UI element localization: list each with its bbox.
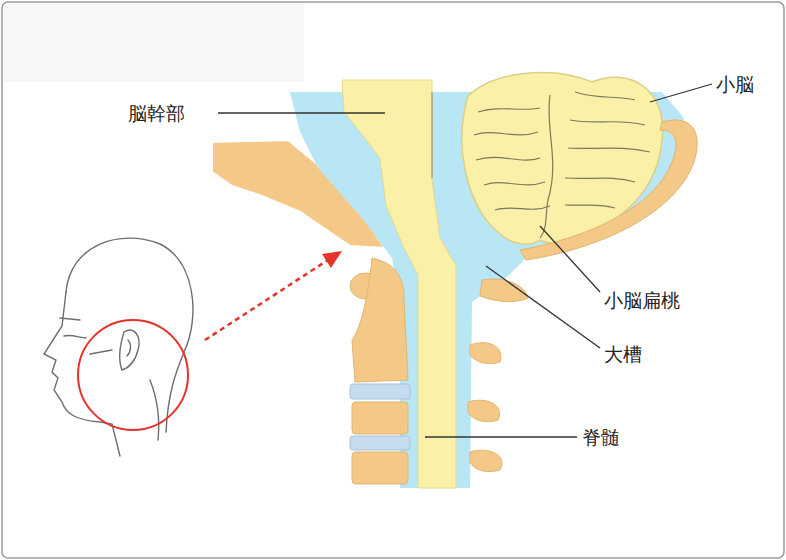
structure-label: 大槽	[604, 343, 642, 366]
structure-label: 脊髄	[582, 426, 620, 449]
structure-label: 小脳扁桃	[604, 289, 680, 312]
head-sketch	[44, 238, 193, 456]
discs	[350, 384, 410, 450]
structure-label: 脳幹部	[128, 102, 185, 125]
focus-circle	[78, 320, 188, 430]
arrow-head	[322, 251, 342, 268]
pointer-arrow	[205, 260, 328, 340]
vertebrae	[350, 258, 528, 484]
leader-lines	[218, 84, 712, 437]
occipital-bone	[520, 120, 697, 260]
ground-patch	[4, 4, 304, 82]
fold-line	[432, 92, 433, 178]
structure-label: 小脳	[716, 73, 754, 96]
brainstem	[342, 80, 456, 488]
